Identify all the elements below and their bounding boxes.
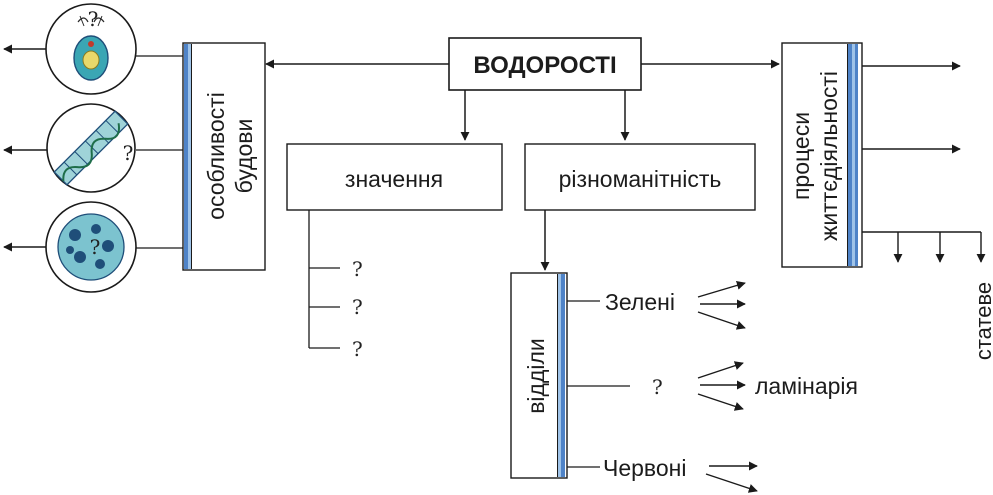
algae-image-unicellular: [45, 3, 137, 95]
significance-branch: [308, 210, 340, 349]
significance-item-2: ?: [352, 295, 363, 319]
division-red: Червоні: [603, 455, 686, 481]
root-label: ВОДОРОСТІ: [473, 52, 616, 79]
algae-image-filamentous: [46, 103, 136, 193]
diversity-label: різноманітність: [559, 166, 722, 192]
circle-3-question: ?: [90, 235, 101, 259]
significance-box: [286, 143, 503, 211]
arrow-green-1: [697, 280, 746, 298]
significance-label: значення: [345, 166, 443, 192]
arrow-unknown-3: [697, 393, 744, 411]
divisions-label: відділи: [523, 338, 549, 414]
diversity-box: [524, 143, 756, 211]
arrow-green-3: [697, 311, 746, 330]
algae-image-colonial: [45, 201, 137, 293]
structure-label-line2: будови: [231, 119, 257, 194]
arrow-unknown-1: [697, 361, 744, 379]
structure-label-line1: особливості: [203, 92, 229, 220]
example-laminaria: ламінарія: [755, 373, 858, 399]
division-unknown: ?: [652, 375, 663, 399]
life-processes-box: [781, 42, 863, 268]
life-processes-label-line2: життєдіяльності: [816, 71, 842, 241]
root-box: [448, 37, 642, 91]
divisions-box: [510, 272, 568, 479]
reproduction-label: статеве: [971, 282, 993, 360]
circle-2-question: ?: [123, 141, 134, 165]
division-green: Зелені: [605, 289, 675, 315]
significance-item-3: ?: [352, 337, 363, 361]
significance-item-1: ?: [352, 257, 363, 281]
life-processes-label-line1: процеси: [788, 112, 814, 200]
structure-box: [182, 42, 266, 271]
arrow-red-2: [705, 473, 758, 493]
circle-1-question: ?: [88, 7, 99, 31]
